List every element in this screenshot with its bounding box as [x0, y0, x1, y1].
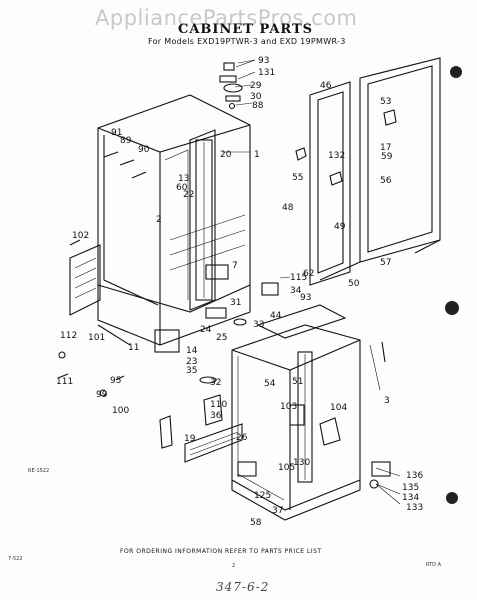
callout-53: 53 — [380, 97, 391, 107]
callout-89: 89 — [120, 136, 132, 146]
ordering-note: FOR ORDERING INFORMATION REFER TO PARTS … — [120, 548, 322, 555]
callout-131: 131 — [258, 68, 275, 78]
callout-88: 88 — [252, 101, 264, 111]
handwritten-note: 347-6-2 — [216, 580, 270, 594]
callout-51: 51 — [292, 377, 303, 387]
callout-58: 58 — [250, 518, 262, 528]
callout-59: 59 — [381, 152, 393, 162]
toe-grille — [159, 394, 243, 463]
callout-35: 35 — [186, 366, 197, 376]
callout-46: 46 — [320, 81, 332, 91]
callout-34: 34 — [290, 286, 302, 296]
callout-26: 26 — [236, 433, 248, 443]
figure-code: RE-1522 — [28, 468, 50, 474]
callout-37: 37 — [272, 506, 283, 516]
callout-134: 134 — [402, 493, 419, 503]
callout-55: 55 — [292, 173, 303, 183]
callout-22: 22 — [183, 190, 194, 200]
callout-133: 133 — [406, 503, 423, 513]
callout-110: 110 — [210, 400, 227, 410]
callout-125: 125 — [254, 491, 271, 501]
callout-100: 100 — [112, 406, 129, 416]
callout-25: 25 — [216, 333, 227, 343]
callout-62: 62 — [303, 269, 314, 279]
callout-56: 56 — [380, 176, 392, 186]
callout-50: 50 — [348, 279, 360, 289]
corner-left-code: 7-522 — [8, 556, 23, 562]
binder-hole-top — [450, 66, 462, 78]
callout-13: 13 — [178, 174, 189, 184]
callout-104: 104 — [330, 403, 347, 413]
binder-hole-middle — [445, 301, 459, 315]
callout-30: 30 — [250, 92, 262, 102]
leader-lines — [222, 59, 401, 505]
callout-20: 20 — [220, 150, 232, 160]
callout-101: 101 — [88, 333, 105, 343]
callout-24: 24 — [200, 325, 212, 335]
callout-93: 93 — [258, 56, 269, 66]
callout-3: 3 — [384, 396, 390, 406]
diagram-title: CABINET PARTS — [178, 22, 314, 37]
callout-17: 17 — [380, 143, 391, 153]
callout-90: 90 — [138, 145, 150, 155]
callout-103: 103 — [280, 402, 297, 412]
watermark-text: AppliancePartsPros.com — [95, 6, 358, 30]
callout-54: 54 — [264, 379, 276, 389]
callout-1: 1 — [254, 150, 260, 160]
callout-36: 36 — [210, 411, 222, 421]
callout-29: 29 — [250, 81, 262, 91]
callout-111: 111 — [56, 377, 73, 387]
callout-11: 11 — [128, 343, 139, 353]
callout-91: 91 — [111, 128, 122, 138]
callout-136: 136 — [406, 471, 423, 481]
callout-60: 60 — [176, 183, 188, 193]
callout-57: 57 — [380, 258, 391, 268]
callout-7: 7 — [232, 261, 238, 271]
callout-32: 32 — [210, 378, 221, 388]
corner-right-code: RTD A — [426, 562, 442, 568]
callout-31: 31 — [230, 298, 241, 308]
callout-99: 99 — [96, 390, 108, 400]
brackets-and-screws — [57, 151, 391, 489]
page-number: 2 — [232, 563, 236, 569]
callout-49: 49 — [334, 222, 346, 232]
callout-48: 48 — [282, 203, 294, 213]
door-gasket-frames — [295, 57, 441, 286]
callout-105: 105 — [278, 463, 295, 473]
cabinet-shell — [69, 94, 251, 346]
callout-23: 23 — [186, 357, 197, 367]
callout-115: 115 — [290, 273, 307, 283]
top-hinge-hardware — [219, 59, 256, 110]
callout-130: 130 — [293, 458, 310, 468]
cabinet-liner — [231, 304, 361, 521]
callout-93: 93 — [300, 293, 311, 303]
callout-14: 14 — [186, 346, 198, 356]
callout-2: 2 — [156, 215, 162, 225]
callout-102: 102 — [72, 231, 89, 241]
callout-112: 112 — [60, 331, 77, 341]
callout-33: 33 — [253, 320, 264, 330]
callout-19: 19 — [184, 434, 196, 444]
diagram-subtitle: For Models EXD19PTWR-3 and EXD 19PMWR-3 — [148, 37, 346, 46]
callout-132: 132 — [328, 151, 345, 161]
callout-44: 44 — [270, 311, 282, 321]
binder-hole-bottom — [446, 492, 458, 504]
callout-135: 135 — [402, 483, 419, 493]
callout-95: 95 — [110, 376, 121, 386]
